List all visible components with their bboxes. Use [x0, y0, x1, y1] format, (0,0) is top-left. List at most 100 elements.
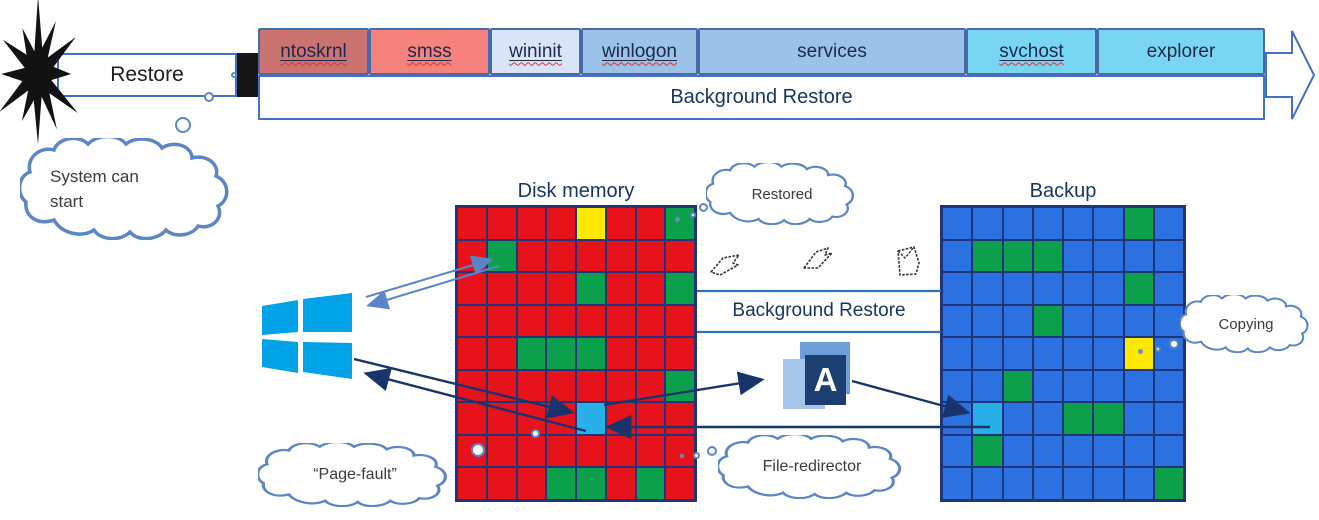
backup-cell-r9c5 [1063, 467, 1094, 500]
disk-cell-r4c6 [605, 304, 636, 338]
thought-bubble [471, 443, 485, 457]
disk-cell-r9c3 [516, 467, 547, 500]
thought-bubble [1169, 339, 1179, 349]
thought-bubble [531, 429, 540, 438]
backup-cell-r5c5 [1063, 337, 1094, 370]
backup-cell-r5c2 [972, 337, 1003, 370]
backup-cell-r7c1 [942, 402, 973, 435]
disk-cell-r1c4 [546, 207, 576, 240]
backup-cell-r1c7 [1123, 207, 1154, 240]
disk-cell-r7c7 [635, 402, 666, 435]
backup-cell-r7c4 [1032, 402, 1063, 435]
backup-cell-r2c8 [1153, 239, 1184, 273]
cloud-file-redirector: File-redirector [718, 435, 906, 499]
backup-cell-r4c4 [1032, 304, 1063, 338]
backup-cell-r9c3 [1002, 467, 1033, 500]
disk-cell-r4c7 [635, 304, 666, 338]
flow-arrow-icon [1265, 30, 1316, 120]
backup-cell-r2c6 [1093, 239, 1124, 273]
backup-cell-r1c1 [942, 207, 973, 240]
disk-cell-r6c6 [605, 369, 636, 403]
boot-block-icon [237, 53, 258, 97]
disk-cell-r6c4 [546, 369, 576, 403]
process-segment-explorer: explorer [1097, 28, 1265, 75]
disk-cell-r8c4 [546, 434, 576, 468]
backup-cell-r7c2 [972, 402, 1003, 435]
backup-cell-r8c7 [1123, 434, 1154, 468]
transfer-lane-label: Background Restore [732, 300, 906, 321]
backup-cell-r1c5 [1063, 207, 1094, 240]
backup-cell-r1c8 [1153, 207, 1184, 240]
restore-label: Restore [110, 63, 184, 86]
restore-box: Restore [57, 53, 237, 97]
thought-bubble [204, 92, 214, 102]
disk-cell-r2c2 [486, 239, 517, 273]
backup-cell-r5c6 [1093, 337, 1124, 370]
backup-cell-r6c8 [1153, 369, 1184, 403]
process-segment-label: explorer [1146, 40, 1216, 62]
disk-cell-r5c3 [516, 337, 547, 370]
process-segment-label: services [797, 40, 867, 62]
backup-cell-r9c1 [942, 467, 973, 500]
backup-cell-r3c8 [1153, 272, 1184, 305]
disk-cell-r4c8 [665, 304, 695, 338]
backup-cell-r6c7 [1123, 369, 1154, 403]
backup-cell-r9c6 [1093, 467, 1124, 500]
thought-bubble [175, 117, 191, 133]
backup-cell-r6c5 [1063, 369, 1094, 403]
thought-bubble [690, 212, 696, 218]
process-segment-svchost: svchost [966, 28, 1097, 75]
disk-cell-r6c7 [635, 369, 666, 403]
backup-cell-r4c3 [1002, 304, 1033, 338]
disk-cell-r7c6 [605, 402, 636, 435]
backup-cell-r3c3 [1002, 272, 1033, 305]
acronis-logo-icon: A [783, 342, 853, 412]
thought-dot [1138, 349, 1143, 354]
cloud-page-fault-text: “Page-fault” [313, 466, 397, 483]
backup-cell-r3c2 [972, 272, 1003, 305]
disk-cell-r7c1 [457, 402, 487, 435]
disk-cell-r2c8 [665, 239, 695, 273]
backup-cell-r6c2 [972, 369, 1003, 403]
backup-cell-r9c7 [1123, 467, 1154, 500]
backup-cell-r5c4 [1032, 337, 1063, 370]
backup-grid [940, 205, 1186, 502]
backup-cell-r8c5 [1063, 434, 1094, 468]
backup-cell-r8c6 [1093, 434, 1124, 468]
disk-cell-r4c3 [516, 304, 547, 338]
backup-cell-r9c2 [972, 467, 1003, 500]
disk-cell-r1c7 [635, 207, 666, 240]
disk-memory-grid [455, 205, 697, 502]
disk-cell-r6c3 [516, 369, 547, 403]
backup-cell-r7c3 [1002, 402, 1033, 435]
disk-cell-r5c4 [546, 337, 576, 370]
backup-cell-r4c7 [1123, 304, 1154, 338]
backup-cell-r3c6 [1093, 272, 1124, 305]
backup-cell-r2c3 [1002, 239, 1033, 273]
thought-bubble [231, 72, 237, 78]
cloud-system-can-start-text: System can start [50, 166, 139, 212]
backup-cell-r4c1 [942, 304, 973, 338]
process-segment-label: svchost [999, 40, 1064, 62]
cloud-page-fault: “Page-fault” [258, 443, 452, 507]
disk-cell-r2c7 [635, 239, 666, 273]
disk-cell-r1c1 [457, 207, 487, 240]
backup-cell-r8c4 [1032, 434, 1063, 468]
disk-cell-r3c3 [516, 272, 547, 305]
disk-cell-r1c3 [516, 207, 547, 240]
process-segment-wininit: wininit [490, 28, 581, 75]
thought-bubble [699, 203, 708, 212]
backup-cell-r3c5 [1063, 272, 1094, 305]
backup-cell-r2c2 [972, 239, 1003, 273]
paper-icon [803, 247, 833, 269]
disk-cell-r8c3 [516, 434, 547, 468]
thought-dot [675, 217, 680, 222]
process-segment-label: ntoskrnl [280, 40, 347, 62]
disk-cell-r3c7 [635, 272, 666, 305]
disk-cell-r5c8 [665, 337, 695, 370]
backup-cell-r4c6 [1093, 304, 1124, 338]
backup-cell-r2c7 [1123, 239, 1154, 273]
backup-cell-r4c5 [1063, 304, 1094, 338]
disk-cell-r7c2 [486, 402, 517, 435]
process-segment-label: wininit [509, 40, 562, 62]
